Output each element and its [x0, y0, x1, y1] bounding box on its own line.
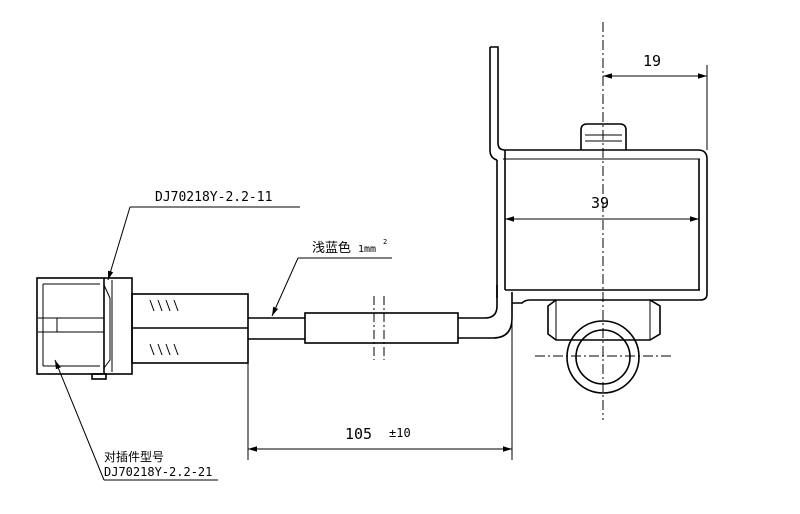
wire-tube — [304, 312, 459, 344]
bracket — [489, 46, 708, 304]
mating-title-label: 对插件型号 — [104, 450, 164, 464]
dim-lead-tolerance-label: ±10 — [389, 426, 411, 440]
dim-top-width-label: 19 — [643, 52, 661, 70]
connector-housing — [36, 277, 133, 375]
dimension-body-width: 39 — [505, 194, 699, 222]
bushing — [547, 299, 661, 394]
wire-size-exponent: 2 — [383, 238, 387, 246]
dimension-lead-length: 105 ±10 — [247, 310, 513, 460]
leader-connector-part: DJ70218Y-2.2-11 — [107, 190, 300, 281]
dimension-top-width: 19 — [603, 52, 708, 150]
dim-lead-length-label: 105 — [345, 425, 372, 443]
connector-latch — [91, 373, 107, 380]
cable-sleeve — [131, 293, 249, 364]
connector — [36, 277, 133, 380]
leader-wire-color: 浅蓝色 1mm 2 — [271, 238, 392, 317]
connector-part-label: DJ70218Y-2.2-11 — [155, 190, 272, 205]
leader-mating-part: 对插件型号 DJ70218Y-2.2-21 — [54, 359, 218, 481]
mating-part-label: DJ70218Y-2.2-21 — [104, 465, 212, 479]
wires — [248, 285, 513, 360]
wire-color-label: 浅蓝色 — [312, 240, 351, 256]
wire-size-label: 1mm — [358, 244, 376, 255]
dim-body-width-label: 39 — [591, 194, 609, 212]
